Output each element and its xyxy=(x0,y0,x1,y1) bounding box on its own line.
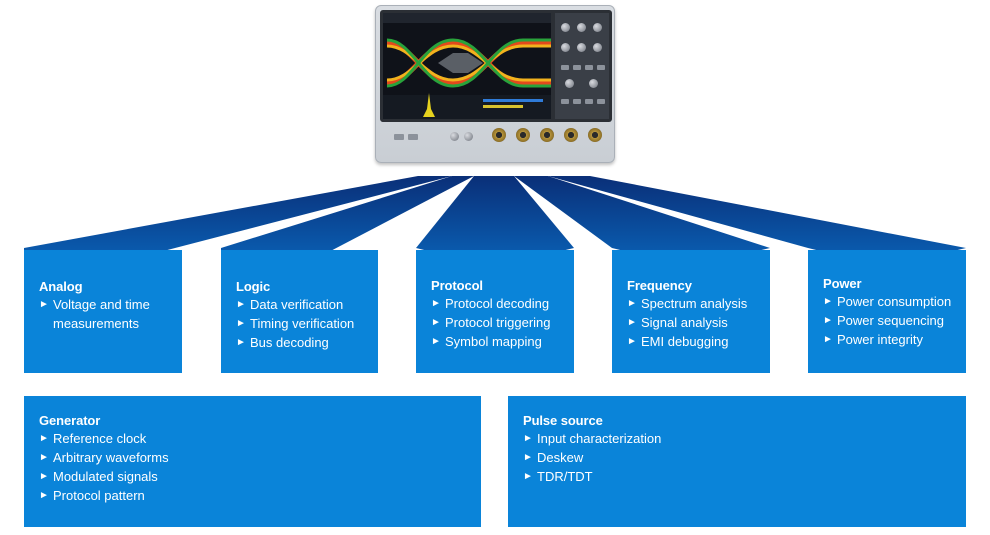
scope-control-panel xyxy=(555,13,609,119)
bullet-arrow-icon: ► xyxy=(236,337,246,348)
box-title: Frequency xyxy=(627,278,692,293)
ray-protocol xyxy=(416,176,574,267)
list-item: ►Input characterization xyxy=(523,431,662,446)
list-item: ►Symbol mapping xyxy=(431,334,542,349)
bullet-arrow-icon: ► xyxy=(39,490,49,501)
category-box-protocol: Protocol ►Protocol decoding ►Protocol tr… xyxy=(416,250,574,373)
ray-frequency xyxy=(514,176,770,267)
ray-analog xyxy=(24,176,452,267)
item-list: ►Input characterization ►Deskew ►TDR/TDT xyxy=(523,429,661,486)
box-title: Power xyxy=(823,276,862,291)
box-title: Logic xyxy=(236,279,271,294)
category-box-generator: Generator ►Reference clock ►Arbitrary wa… xyxy=(24,396,481,527)
bullet-arrow-icon: ► xyxy=(627,298,637,309)
eye-diagram-icon xyxy=(383,13,551,119)
bullet-arrow-icon: ► xyxy=(627,317,637,328)
category-box-analog: Analog ►Voltage and time measurements xyxy=(24,250,182,373)
list-item: ►Bus decoding xyxy=(236,335,329,350)
ray-logic xyxy=(221,176,474,267)
item-list: ►Protocol decoding ►Protocol triggering … xyxy=(431,294,551,351)
bullet-arrow-icon: ► xyxy=(431,298,441,309)
category-box-pulse-source: Pulse source ►Input characterization ►De… xyxy=(508,396,966,527)
item-list: ►Voltage and time measurements xyxy=(39,295,183,333)
category-box-frequency: Frequency ►Spectrum analysis ►Signal ana… xyxy=(612,250,770,373)
list-item: ►Power consumption xyxy=(823,294,952,309)
scope-front-panel xyxy=(380,124,612,158)
bullet-arrow-icon: ► xyxy=(39,433,49,444)
category-box-logic: Logic ►Data verification ►Timing verific… xyxy=(221,250,378,373)
list-item: ►Protocol triggering xyxy=(431,315,551,330)
list-item: ►Reference clock xyxy=(39,431,147,446)
ray-power xyxy=(548,176,966,267)
list-item: ►Voltage and time measurements xyxy=(39,297,150,331)
bullet-arrow-icon: ► xyxy=(523,452,533,463)
bullet-arrow-icon: ► xyxy=(823,296,833,307)
box-title: Analog xyxy=(39,279,83,294)
bullet-arrow-icon: ► xyxy=(431,317,441,328)
box-title: Protocol xyxy=(431,278,483,293)
scope-screen xyxy=(383,13,551,119)
category-box-power: Power ►Power consumption ►Power sequenci… xyxy=(808,250,966,373)
bullet-arrow-icon: ► xyxy=(39,299,49,310)
list-item: ►Modulated signals xyxy=(39,469,158,484)
bullet-arrow-icon: ► xyxy=(823,315,833,326)
box-title: Generator xyxy=(39,413,101,428)
list-item: ►Signal analysis xyxy=(627,315,728,330)
list-item: ►TDR/TDT xyxy=(523,469,593,484)
bullet-arrow-icon: ► xyxy=(236,318,246,329)
bullet-arrow-icon: ► xyxy=(236,299,246,310)
bullet-arrow-icon: ► xyxy=(39,471,49,482)
bullet-arrow-icon: ► xyxy=(523,471,533,482)
item-list: ►Reference clock ►Arbitrary waveforms ►M… xyxy=(39,429,169,505)
bullet-arrow-icon: ► xyxy=(823,334,833,345)
list-item: ►EMI debugging xyxy=(627,334,729,349)
item-list: ►Spectrum analysis ►Signal analysis ►EMI… xyxy=(627,294,747,351)
list-item: ►Power integrity xyxy=(823,332,923,347)
list-item: ►Timing verification xyxy=(236,316,355,331)
list-item: ►Data verification xyxy=(236,297,344,312)
list-item: ►Protocol pattern xyxy=(39,488,145,503)
bullet-arrow-icon: ► xyxy=(627,336,637,347)
list-item: ►Arbitrary waveforms xyxy=(39,450,169,465)
item-list: ►Power consumption ►Power sequencing ►Po… xyxy=(823,292,951,349)
box-title: Pulse source xyxy=(523,413,603,428)
item-list: ►Data verification ►Timing verification … xyxy=(236,295,354,352)
bullet-arrow-icon: ► xyxy=(523,433,533,444)
bullet-arrow-icon: ► xyxy=(431,336,441,347)
list-item: ►Protocol decoding xyxy=(431,296,550,311)
list-item: ►Spectrum analysis xyxy=(627,296,748,311)
scope-bezel xyxy=(380,10,612,122)
list-item: ►Power sequencing xyxy=(823,313,944,328)
bullet-arrow-icon: ► xyxy=(39,452,49,463)
list-item: ►Deskew xyxy=(523,450,584,465)
oscilloscope-icon xyxy=(375,5,615,163)
